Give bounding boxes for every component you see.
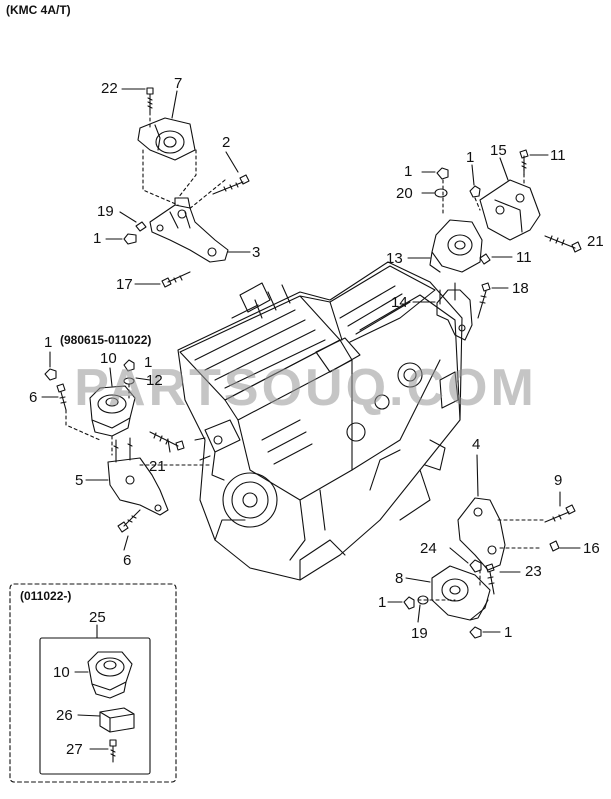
callout-1: 1	[404, 163, 413, 180]
callout-10: 10	[53, 664, 70, 681]
right-mount-drawing	[387, 454, 581, 639]
callout-1: 1	[93, 230, 102, 247]
callout-21: 21	[587, 233, 604, 250]
callout-17: 17	[116, 276, 133, 293]
callout-1: 1	[504, 624, 513, 641]
callout-20: 20	[396, 185, 413, 202]
callout-10: 10	[100, 350, 117, 367]
callout-12: 12	[146, 372, 163, 389]
callout-2: 2	[222, 134, 231, 151]
watermark-text: PARTSOUQ.COM	[74, 359, 537, 417]
callout-1: 1	[44, 334, 53, 351]
callout-18: 18	[512, 280, 529, 297]
callout-14: 14	[391, 294, 408, 311]
callout-13: 13	[386, 250, 403, 267]
callout-7: 7	[174, 75, 183, 92]
callout-22: 22	[101, 80, 118, 97]
callout-15: 15	[490, 142, 507, 159]
callout-6: 6	[123, 552, 132, 569]
date-range-lower: (011022-)	[20, 589, 72, 603]
callout-1: 1	[466, 149, 475, 166]
callout-5: 5	[75, 472, 84, 489]
callout-11: 11	[516, 249, 532, 266]
callout-6: 6	[29, 389, 38, 406]
callout-23: 23	[525, 563, 542, 580]
callout-21: 21	[149, 458, 166, 475]
callout-11: 11	[550, 147, 566, 164]
callout-27: 27	[66, 741, 83, 758]
callout-8: 8	[395, 570, 404, 587]
callout-19: 19	[411, 625, 428, 642]
date-range-upper: (980615-011022)	[60, 333, 152, 347]
callout-3: 3	[252, 244, 261, 261]
middle-left-mount-drawing	[41, 351, 211, 551]
engine-block-drawing	[177, 261, 463, 581]
callout-1: 1	[378, 594, 387, 611]
callout-26: 26	[56, 707, 73, 724]
callout-1: 1	[144, 354, 153, 371]
callout-4: 4	[472, 436, 481, 453]
callout-16: 16	[583, 540, 600, 557]
model-header: (KMC 4A/T)	[6, 3, 71, 17]
upper-right-mount-drawing	[407, 149, 582, 341]
inset-box	[9, 583, 177, 783]
callout-24: 24	[420, 540, 437, 557]
callout-9: 9	[554, 472, 563, 489]
callout-19: 19	[97, 203, 114, 220]
upper-left-mount-drawing	[105, 87, 251, 288]
callout-25: 25	[89, 609, 106, 626]
